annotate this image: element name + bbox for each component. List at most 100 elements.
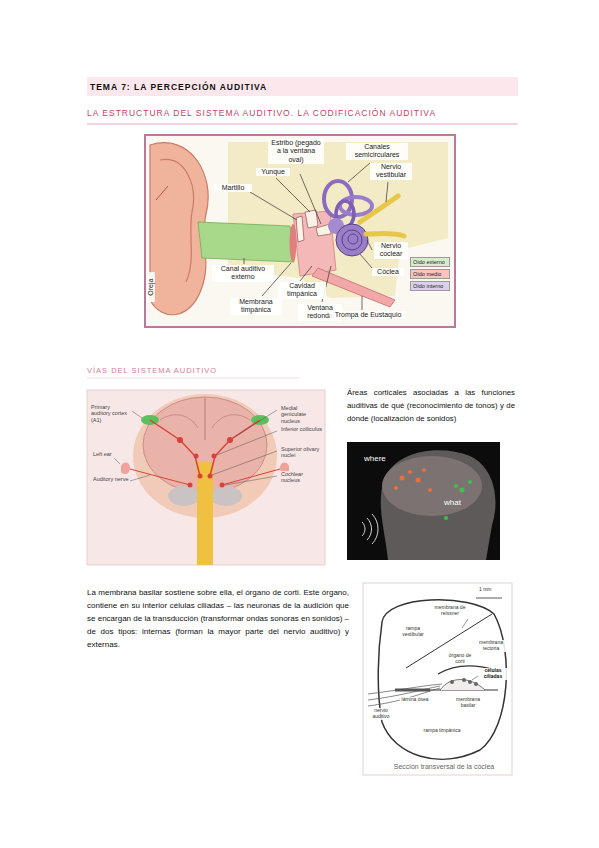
heading-rule bbox=[87, 378, 300, 379]
part-label: Left ear bbox=[92, 451, 122, 457]
ear-illustration-part bbox=[348, 234, 358, 244]
brain-pathway-illustration-part bbox=[212, 454, 217, 459]
figure-caption: Sección transversal de la cóclea bbox=[378, 763, 510, 771]
ear-illustration-part bbox=[293, 211, 336, 276]
brain-pathway-illustration-part bbox=[208, 474, 213, 479]
part-label: Canales semicirculares bbox=[346, 143, 408, 160]
cochlea-section-illustration-part bbox=[468, 680, 472, 684]
legend-text: Oído interno bbox=[413, 283, 443, 289]
brain-scan-photo-part bbox=[454, 484, 458, 488]
part-label: membrana basilar bbox=[450, 697, 486, 709]
part-label: Estribo (pegado a la ventana oval) bbox=[268, 139, 324, 164]
brain-pathway-illustration-part bbox=[160, 415, 250, 428]
brain-scan-photo-part bbox=[381, 450, 496, 560]
part-label: Superior olivary nuclei bbox=[280, 446, 323, 459]
cochlea-section-illustration-part bbox=[363, 583, 512, 775]
brain-scan-photo-part bbox=[400, 476, 405, 481]
brain-scan-photo-part bbox=[416, 478, 421, 483]
brain-scan-photo bbox=[347, 442, 500, 560]
brain-pathway-illustration-part bbox=[212, 451, 277, 475]
ear-illustration-part bbox=[290, 224, 297, 262]
part-label: membrana de reissner bbox=[428, 605, 472, 617]
ear-illustration-part bbox=[276, 178, 310, 212]
brain-scan-photo-part bbox=[468, 480, 472, 484]
area-label: what bbox=[444, 498, 474, 507]
part-label: membrana tectoria bbox=[476, 640, 506, 652]
cochlea-section-illustration-part bbox=[395, 689, 430, 692]
part-label: Cavidad timpánica bbox=[278, 282, 326, 299]
brain-pathway-illustration-part bbox=[210, 486, 242, 506]
ear-illustration-part bbox=[386, 182, 388, 202]
brain-pathway-illustration-part bbox=[197, 462, 213, 565]
ear-illustration-part bbox=[244, 258, 245, 264]
part-label: Inferior colliculus bbox=[280, 426, 323, 432]
brain-scan-photo-part bbox=[444, 516, 448, 520]
brain-pathway-illustration-part bbox=[177, 437, 183, 443]
brain-scan-photo-part bbox=[394, 486, 398, 490]
part-label: nervio auditivo bbox=[366, 708, 396, 720]
cochlea-section-illustration-part bbox=[462, 678, 466, 682]
page-title: TEMA 7: LA PERCEPCIÓN AUDITIVA bbox=[87, 77, 518, 92]
brain-pathway-illustration-part bbox=[168, 486, 200, 506]
ear-illustration-part bbox=[366, 234, 404, 237]
part-label: rampa vestibular bbox=[396, 626, 430, 638]
legend-swatch: Oído interno bbox=[410, 281, 450, 291]
part-label: Cóclea bbox=[372, 268, 404, 276]
brain-pathway-illustration-part bbox=[114, 458, 120, 464]
ear-illustration-part bbox=[160, 159, 193, 282]
ear-illustration-part bbox=[156, 186, 168, 200]
part-label: Oreja bbox=[147, 272, 155, 302]
brain-pathway-illustration-part bbox=[225, 476, 277, 485]
brain-pathway-illustration-part bbox=[130, 469, 280, 485]
cochlea-section-illustration bbox=[363, 583, 512, 775]
part-label: Primary auditory cortex (A1) bbox=[90, 404, 130, 423]
part-label: Yunque bbox=[256, 168, 290, 176]
section-heading: VÍAS DEL SISTEMA AUDITIVO bbox=[87, 367, 307, 376]
brain-pathway-illustration-part bbox=[194, 454, 199, 459]
ear-illustration-part bbox=[367, 240, 372, 250]
part-label: Trompa de Eustaquio bbox=[330, 311, 406, 319]
part-label: rampa timpánica bbox=[420, 728, 464, 734]
legend-swatch: Oído externo bbox=[410, 257, 450, 267]
brain-pathway-illustration-part bbox=[204, 398, 206, 440]
area-label: where bbox=[364, 454, 396, 463]
brain-pathway-illustration-part bbox=[87, 390, 325, 565]
ear-illustration-part bbox=[296, 216, 304, 242]
part-label: 1 mm bbox=[478, 587, 504, 593]
ear-illustration-part bbox=[300, 174, 321, 224]
ear-illustration-part bbox=[360, 254, 372, 268]
part-label: Nervio coclear bbox=[374, 242, 408, 259]
cochlea-section-illustration-part bbox=[476, 598, 502, 599]
part-label: órgano de corti bbox=[444, 653, 476, 665]
ear-illustration-part bbox=[300, 266, 312, 281]
title-band: TEMA 7: LA PERCEPCIÓN AUDITIVA bbox=[87, 77, 518, 96]
legend-text: Oído externo bbox=[413, 259, 445, 265]
part-label: Auditory nerve bbox=[92, 476, 130, 482]
brain-pathway-illustration-part bbox=[227, 437, 233, 443]
brain-pathway-illustration-part bbox=[132, 411, 142, 418]
legend-text: Oído medio bbox=[413, 271, 441, 277]
ear-illustration-part bbox=[342, 230, 362, 250]
brain-scan-photo-part bbox=[460, 488, 465, 493]
section-heading: LA ESTRUCTURA DEL SISTEMA AUDITIVO. LA C… bbox=[87, 108, 518, 118]
ear-illustration-part bbox=[145, 135, 455, 327]
part-label: Canal auditivo externo bbox=[212, 265, 274, 282]
body-text: La membrana basilar sostiene sobre ella,… bbox=[87, 586, 349, 651]
part-label: Medial geniculate nucleus bbox=[280, 405, 323, 424]
ear-illustration-part bbox=[360, 196, 398, 222]
ear-illustration-part bbox=[250, 192, 297, 220]
ear-illustration-part bbox=[198, 222, 294, 262]
brain-pathway-illustration bbox=[87, 390, 325, 565]
brain-pathway-illustration-part bbox=[150, 420, 260, 476]
brain-pathway-illustration-part bbox=[130, 475, 150, 481]
brain-pathway-illustration-part bbox=[217, 431, 277, 455]
ear-illustration bbox=[145, 135, 455, 327]
legend-swatch: Oído medio bbox=[410, 269, 450, 279]
part-label: Nervio vestibular bbox=[370, 163, 412, 180]
brain-scan-photo-part bbox=[347, 442, 500, 560]
heading-rule bbox=[87, 124, 518, 125]
part-label: Membrana timpánica bbox=[230, 298, 282, 315]
body-text: Áreas corticales asociadas a las funcion… bbox=[347, 386, 515, 425]
